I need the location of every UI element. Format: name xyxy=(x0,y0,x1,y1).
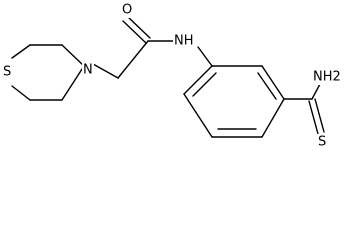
bond xyxy=(311,83,321,100)
carbonyl-oxygen-label: O xyxy=(122,3,132,18)
aromatic-inner-bond xyxy=(192,72,217,97)
bond xyxy=(117,40,149,79)
thioamide-sulfur-label: S xyxy=(318,135,326,150)
bond xyxy=(92,63,119,79)
carbonyl-double-bond xyxy=(122,20,147,44)
thiocarbonyl-double-bond xyxy=(308,100,319,135)
bond xyxy=(261,65,285,100)
bond xyxy=(183,65,213,95)
amide-nitrogen-label: NH xyxy=(174,34,194,49)
bond xyxy=(261,98,285,138)
bond xyxy=(183,93,213,138)
bond xyxy=(61,44,85,67)
aromatic-inner-bond xyxy=(257,72,277,100)
thioamide-amine-label: NH2 xyxy=(313,70,341,85)
benzene-ring xyxy=(183,65,285,138)
bond xyxy=(197,46,213,67)
acetamide-linker xyxy=(92,15,213,79)
molecule-structure: S N O NH NH2 S xyxy=(2,2,346,150)
morpholine-nitrogen-label: N xyxy=(83,63,93,78)
bond xyxy=(11,85,31,101)
thiocarbonyl-double-bond xyxy=(314,98,325,133)
carbonyl-double-bond xyxy=(126,15,151,39)
thioamide-group xyxy=(283,83,325,135)
thiomorpholine-ring xyxy=(11,44,85,101)
atom-labels: S N O NH NH2 S xyxy=(2,2,346,150)
morpholine-sulfur-label: S xyxy=(3,65,11,80)
bond xyxy=(61,65,85,101)
bond xyxy=(11,44,31,59)
